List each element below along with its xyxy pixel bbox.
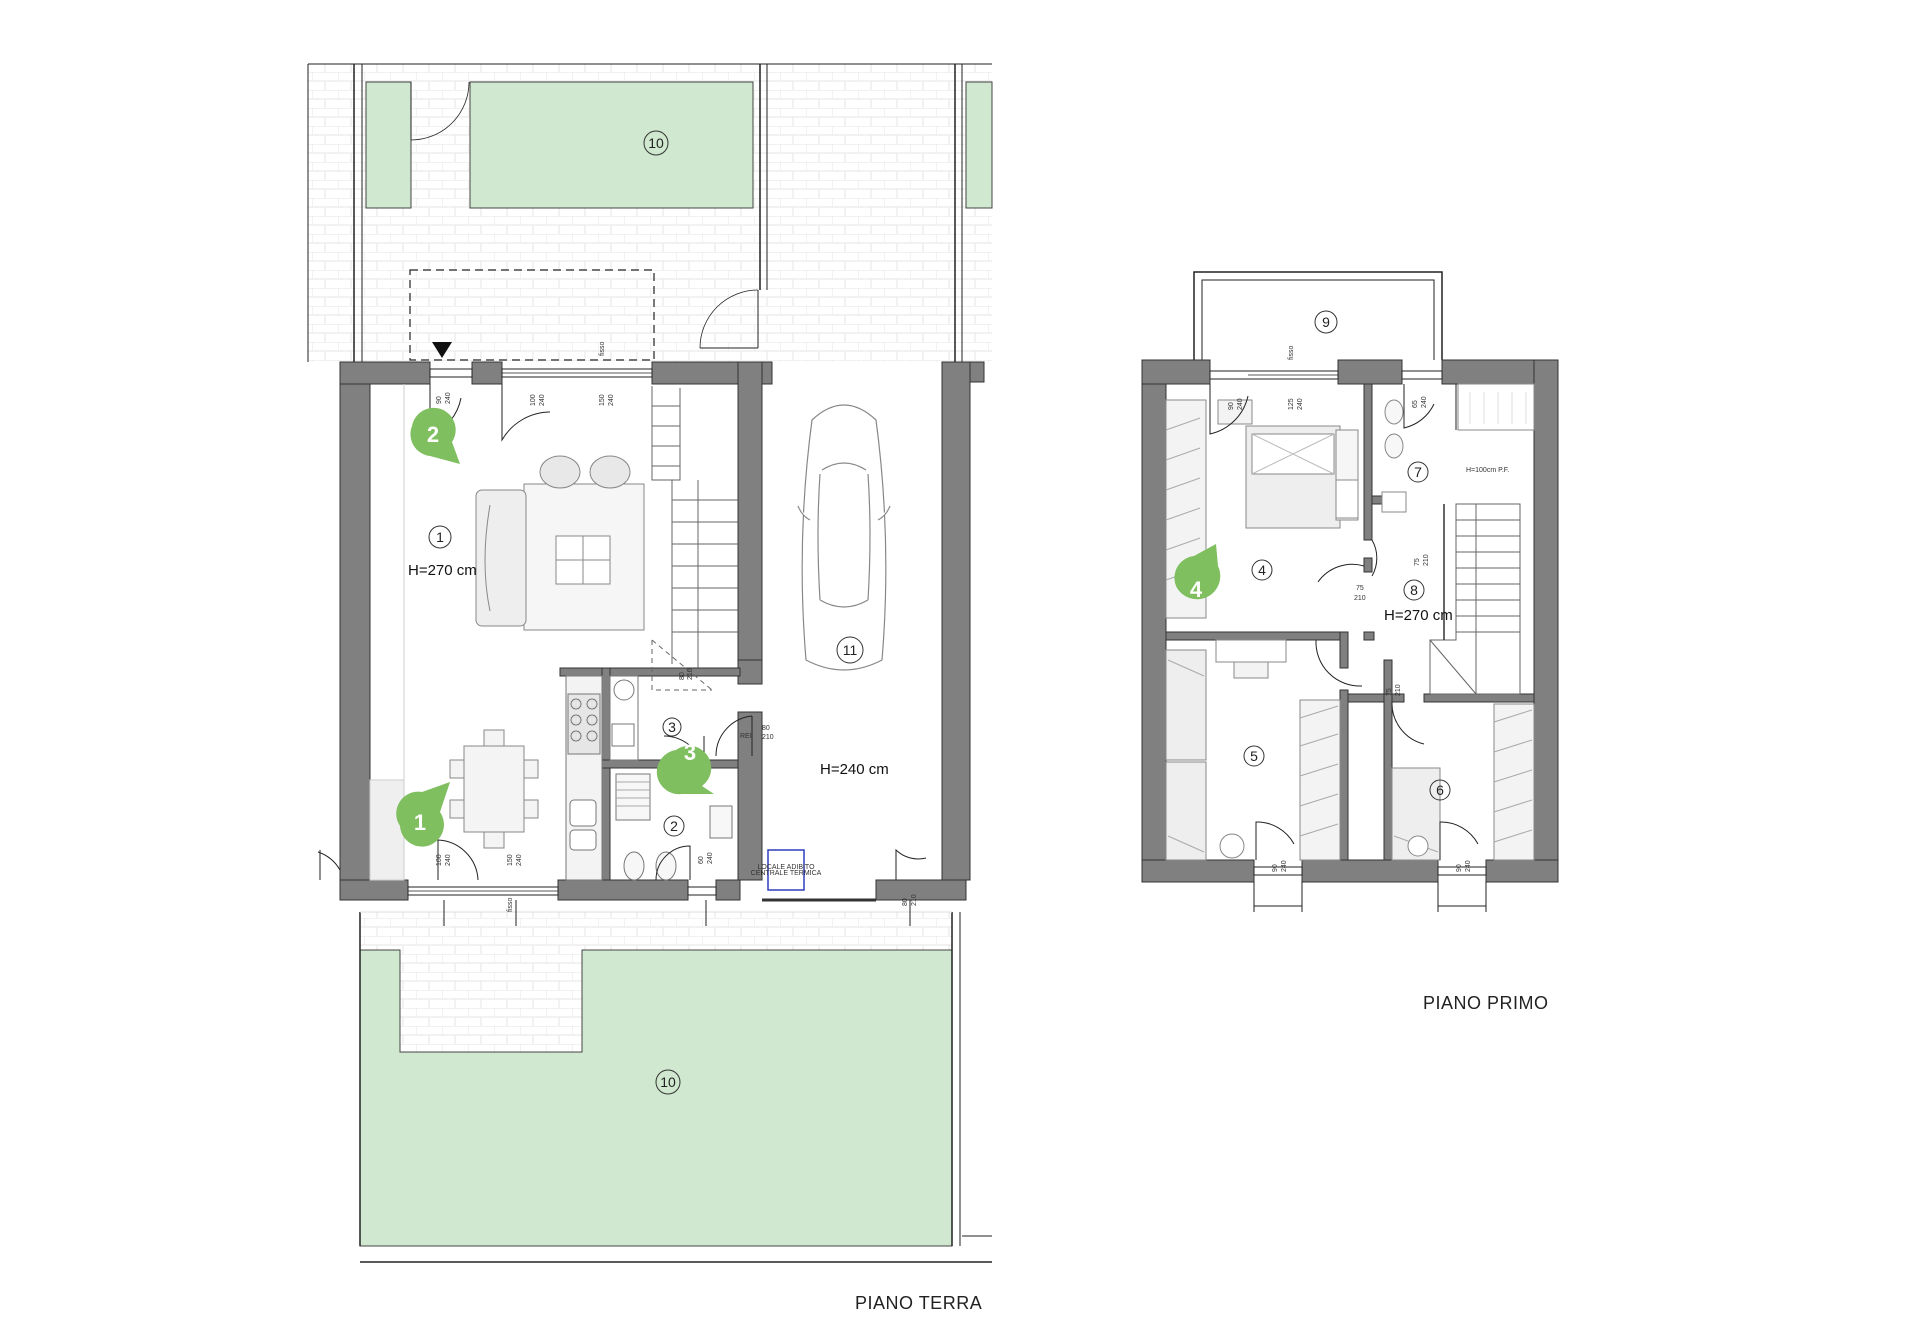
marker-4[interactable]: 4 xyxy=(1174,544,1221,602)
first-floor-stairs xyxy=(1429,503,1521,695)
garden-top-right xyxy=(965,81,993,209)
marker-1[interactable]: 1 xyxy=(396,782,450,847)
dim-fisso-top: fisso xyxy=(599,342,606,357)
marker-2[interactable]: 2 xyxy=(410,407,460,464)
room-7-number: 7 xyxy=(1414,464,1422,480)
dim-f6b: 210 xyxy=(1395,684,1402,696)
room-6-number: 6 xyxy=(1436,782,1444,798)
first-floor-room-numbers: 4 5 6 7 8 xyxy=(1243,461,1451,801)
window-height-label: H=100cm P.F. xyxy=(1466,467,1509,474)
dim-d1b: 240 xyxy=(445,392,452,404)
dim-d2b: 240 xyxy=(539,394,546,406)
room-8-number: 8 xyxy=(1410,582,1418,598)
bedroom-6-furniture xyxy=(1391,703,1535,861)
dim-d4b: 210 xyxy=(687,668,694,680)
garage-car xyxy=(797,404,891,671)
garden-bottom xyxy=(359,949,953,1247)
dim-d9: 80 xyxy=(902,898,909,906)
dim-f6: 75 xyxy=(1386,688,1393,696)
garden-top-left xyxy=(365,81,412,209)
dim-d4: 80 xyxy=(679,672,686,680)
dim-f7b: 240 xyxy=(1281,860,1288,872)
room-9-number: 9 xyxy=(1322,314,1330,330)
marker-4-label: 4 xyxy=(1190,577,1203,602)
marker-3-label: 3 xyxy=(684,740,696,765)
dim-d1: 90 xyxy=(436,396,443,404)
room-10-top-number: 10 xyxy=(648,135,664,151)
ground-room-numbers: 1 3 2 10 10 11 xyxy=(428,130,864,1095)
dim-f1: 90 xyxy=(1228,402,1235,410)
rei-label: REI xyxy=(740,733,752,740)
dining-table xyxy=(449,729,539,849)
dim-f5b: 210 xyxy=(1354,595,1366,602)
boiler-label-2: CENTRALE TERMICA xyxy=(751,870,822,877)
marker-2-label: 2 xyxy=(427,422,439,447)
dim-d6b: 240 xyxy=(445,854,452,866)
first-floor-title: PIANO PRIMO xyxy=(1423,993,1549,1013)
first-floor-dimensions: 90 240 125 240 fisso 65 240 75 210 75 21… xyxy=(1228,346,1472,873)
dim-f2: 125 xyxy=(1288,398,1295,410)
first-floor-walls xyxy=(1141,359,1559,883)
dim-f8: 90 xyxy=(1456,864,1463,872)
dim-d5: 80 xyxy=(762,725,770,732)
room-3-number: 3 xyxy=(668,719,676,735)
room-11-number: 11 xyxy=(843,642,858,658)
dim-d8b: 240 xyxy=(707,852,714,864)
bathroom-7-fixtures xyxy=(1381,383,1535,513)
room-4-number: 4 xyxy=(1258,562,1266,578)
ground-dimensions: 90 240 100 240 150 240 fisso 80 210 80 2… xyxy=(436,342,918,913)
entrance-arrow xyxy=(432,342,452,358)
bedroom-5-furniture xyxy=(1165,639,1341,861)
dim-f8b: 240 xyxy=(1465,860,1472,872)
dim-d6: 100 xyxy=(436,854,443,866)
dim-d7: 150 xyxy=(507,854,514,866)
dim-d3: 150 xyxy=(599,394,606,406)
dim-f2b: 240 xyxy=(1297,398,1304,410)
garden-top-center xyxy=(469,81,754,209)
dim-f3b: 240 xyxy=(1421,396,1428,408)
living-height: H=270 cm xyxy=(408,562,477,579)
garage-height: H=240 cm xyxy=(820,761,889,778)
bedroom-4-furniture xyxy=(1165,399,1359,619)
room-5-number: 5 xyxy=(1250,748,1258,764)
ground-doors xyxy=(317,384,927,881)
boiler-room-box xyxy=(767,849,805,891)
ground-stairs xyxy=(651,386,738,691)
dim-d2: 100 xyxy=(530,394,537,406)
dim-d7b: 240 xyxy=(516,854,523,866)
dim-d3b: 240 xyxy=(608,394,615,406)
dim-f7: 90 xyxy=(1272,864,1279,872)
first-floor-plan: 9 xyxy=(1141,271,1559,1013)
marker-3[interactable]: 3 xyxy=(656,740,714,795)
landing-height: H=270 cm xyxy=(1384,607,1453,624)
dim-d5b: 210 xyxy=(762,734,774,741)
balcony-outline xyxy=(1193,271,1443,360)
dim-f4b: 210 xyxy=(1423,554,1430,566)
ground-floor-plan: LOCALE ADIBITO CENTRALE TERMICA 1 3 xyxy=(307,63,993,1313)
dim-f1b: 240 xyxy=(1237,398,1244,410)
dim-d9b: 210 xyxy=(911,894,918,906)
dim-fisso-bottom: fisso xyxy=(507,898,514,913)
ground-floor-title: PIANO TERRA xyxy=(855,1293,982,1313)
kitchen xyxy=(565,675,639,881)
pergola-dashed xyxy=(409,269,655,361)
bathroom-ground-fixtures xyxy=(615,773,733,881)
room-2-number: 2 xyxy=(670,818,678,834)
living-furniture xyxy=(475,455,645,631)
dim-f3: 65 xyxy=(1412,400,1419,408)
boiler-label-1: LOCALE ADIBITO xyxy=(757,864,815,871)
room-1-number: 1 xyxy=(436,529,444,545)
marker-1-label: 1 xyxy=(414,810,426,835)
first-floor-doors xyxy=(1209,384,1487,912)
dim-f5: 75 xyxy=(1356,585,1364,592)
ground-walls xyxy=(339,361,985,901)
dim-fisso-ff: fisso xyxy=(1288,346,1295,361)
dim-d8: 60 xyxy=(698,856,705,864)
room-10-bottom-number: 10 xyxy=(660,1074,676,1090)
dim-f4: 75 xyxy=(1414,558,1421,566)
